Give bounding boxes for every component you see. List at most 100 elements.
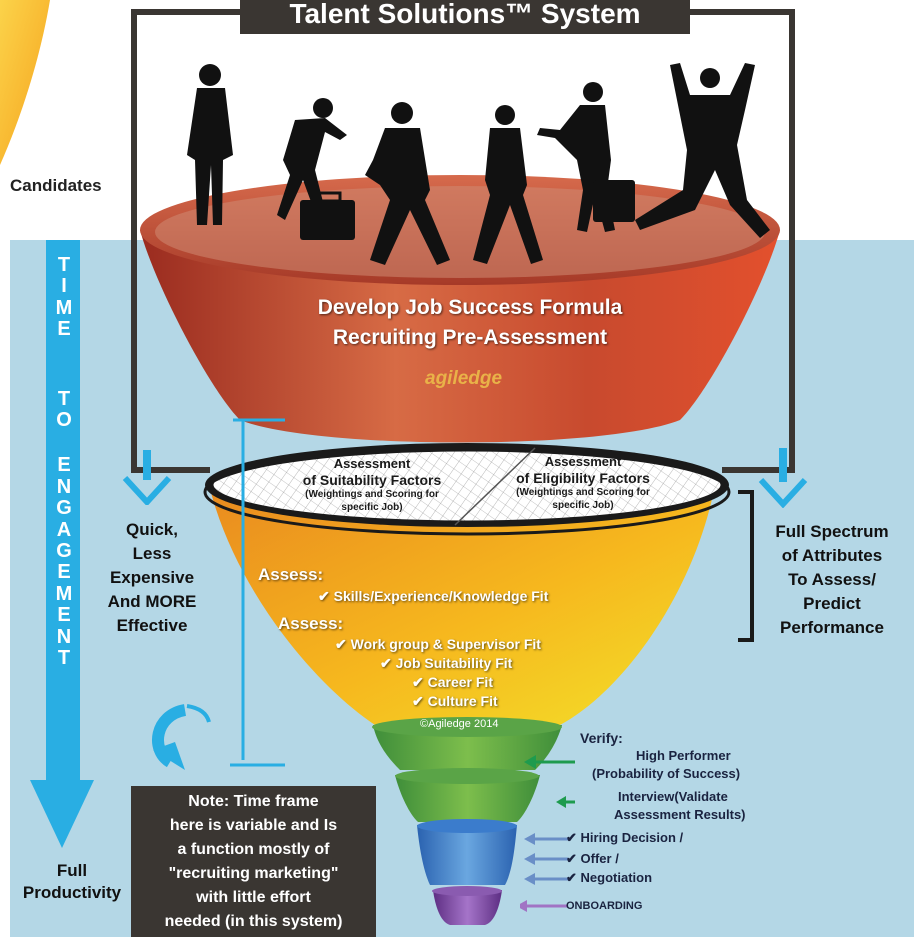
checkmark-icon: ✔ bbox=[412, 693, 424, 709]
left-down-arrow bbox=[122, 450, 172, 505]
hiring-item: ✔ Negotiation bbox=[566, 870, 652, 886]
checkmark-icon: ✔ bbox=[566, 851, 577, 866]
hiring-item: ✔ Hiring Decision / bbox=[566, 830, 683, 846]
right-note: Full Spectrum of Attributes To Assess/ P… bbox=[752, 520, 912, 640]
note-line: a function mostly of bbox=[177, 841, 330, 858]
funnel-top-line1: Develop Job Success Formula bbox=[317, 296, 623, 319]
assess1-heading: Assess: bbox=[258, 565, 324, 584]
time-to-engagement-label: T I M E T O E N G A G E M E N T bbox=[52, 254, 76, 670]
assess2-heading: Assess: bbox=[278, 614, 344, 633]
rim-left-sub2: specific Job) bbox=[341, 502, 403, 513]
assess2-item-label: Work group & Supervisor Fit bbox=[350, 636, 541, 652]
stage-arrows bbox=[520, 755, 575, 912]
rim-left-title1: Assessment bbox=[333, 456, 411, 471]
right-note-line: To Assess/ bbox=[788, 570, 876, 589]
right-note-line: of Attributes bbox=[781, 546, 883, 565]
tte-letter: E bbox=[57, 454, 71, 477]
rim-right-title1: Assessment bbox=[544, 454, 622, 469]
arrow-left-icon bbox=[524, 833, 568, 885]
note-line: here is variable and Is bbox=[169, 817, 338, 834]
verify-line2: (Probability of Success) bbox=[592, 766, 741, 781]
rim-right-sub2: specific Job) bbox=[552, 500, 614, 511]
agiledge-logo: agiledge bbox=[425, 368, 503, 389]
tte-letter: I bbox=[61, 275, 67, 298]
lower-funnel bbox=[203, 443, 731, 925]
arrow-left-icon bbox=[524, 755, 575, 769]
note-line: needed (in this system) bbox=[164, 913, 343, 930]
assess2-item: ✔ Job Suitability Fit bbox=[380, 655, 512, 672]
note-line: Note: Time frame bbox=[188, 793, 319, 810]
left-note-line: Expensive bbox=[109, 568, 195, 587]
person-silhouette-icon bbox=[635, 63, 770, 238]
tte-letter: N bbox=[56, 475, 72, 498]
assess2-item-label: Job Suitability Fit bbox=[395, 655, 513, 671]
onboarding-label: ONBOARDING bbox=[566, 900, 643, 912]
verify-heading: Verify: bbox=[580, 730, 623, 746]
assess1-item-label: Skills/Experience/Knowledge Fit bbox=[333, 588, 549, 604]
candidates-label: Candidates bbox=[10, 176, 102, 195]
page-title: Talent Solutions™ System bbox=[240, 0, 690, 34]
tte-letter: E bbox=[57, 318, 71, 341]
checkmark-icon: ✔ bbox=[566, 830, 577, 845]
person-silhouette-icon bbox=[473, 105, 543, 264]
eligibility-assessment: Assessment of Eligibility Factors (Weigh… bbox=[478, 454, 688, 512]
person-silhouette-icon bbox=[537, 82, 615, 232]
assess1-item: ✔ Skills/Experience/Knowledge Fit bbox=[318, 588, 548, 605]
tte-letter: T bbox=[57, 387, 71, 410]
tte-letter: G bbox=[56, 497, 72, 520]
tte-letter: M bbox=[55, 296, 73, 319]
checkmark-icon: ✔ bbox=[335, 636, 347, 652]
arrow-left-icon bbox=[556, 796, 575, 808]
candidate-silhouettes bbox=[187, 63, 770, 265]
copyright: ©Agiledge 2014 bbox=[420, 718, 499, 730]
arrow-left-icon bbox=[520, 900, 568, 912]
left-note-line: Less bbox=[132, 544, 172, 563]
checkmark-icon: ✔ bbox=[380, 655, 392, 671]
note-line: with little effort bbox=[196, 889, 311, 906]
time-arrow bbox=[30, 240, 94, 848]
curved-arrow-icon bbox=[152, 704, 211, 770]
offer-label: Offer / bbox=[580, 851, 619, 866]
right-note-line: Full Spectrum bbox=[775, 522, 889, 541]
funnel-top-line2: Recruiting Pre-Assessment bbox=[332, 326, 608, 349]
rim-right-title2: of Eligibility Factors bbox=[516, 470, 650, 486]
assess2-item-label: Career Fit bbox=[427, 674, 493, 690]
assess2-item: ✔ Work group & Supervisor Fit bbox=[335, 636, 541, 653]
hiring-item: ✔ Offer / bbox=[566, 851, 619, 867]
person-silhouette-icon bbox=[365, 102, 450, 265]
tte-letter: E bbox=[57, 561, 71, 584]
interview-line1: Interview(Validate bbox=[618, 789, 728, 804]
left-note-line: Quick, bbox=[126, 520, 178, 539]
briefcase-icon bbox=[300, 191, 355, 240]
tte-letter: G bbox=[56, 540, 72, 563]
checkmark-icon: ✔ bbox=[318, 588, 330, 604]
suitability-assessment: Assessment of Suitability Factors (Weigh… bbox=[262, 456, 482, 514]
rim-right-sub1: (Weightings and Scoring for bbox=[516, 487, 650, 498]
note-line: "recruiting marketing" bbox=[168, 865, 339, 882]
right-note-line: Performance bbox=[780, 618, 884, 637]
tte-letter: N bbox=[56, 625, 72, 648]
checkmark-icon: ✔ bbox=[412, 674, 424, 690]
assess2-item: ✔ Culture Fit bbox=[412, 693, 498, 710]
full-productivity-label: Full Productivity bbox=[12, 860, 132, 904]
right-down-arrow bbox=[758, 448, 808, 508]
assess2-item-label: Culture Fit bbox=[427, 693, 498, 709]
right-note-line: Predict bbox=[803, 594, 861, 613]
note-box: Note: Time frame here is variable and Is… bbox=[131, 786, 376, 937]
corner-decoration bbox=[0, 0, 50, 165]
briefcase-icon bbox=[593, 180, 635, 222]
tte-letter: A bbox=[56, 518, 72, 541]
checkmark-icon: ✔ bbox=[566, 870, 577, 885]
tte-letter: E bbox=[57, 604, 71, 627]
tte-letter: O bbox=[56, 409, 72, 432]
rim-left-sub1: (Weightings and Scoring for bbox=[305, 489, 439, 500]
full-label: Full bbox=[56, 861, 88, 880]
negotiation-label: Negotiation bbox=[580, 870, 653, 885]
verify-line1: High Performer bbox=[636, 748, 731, 763]
rim-left-title2: of Suitability Factors bbox=[302, 472, 442, 488]
left-note-line: Effective bbox=[116, 616, 188, 635]
tte-letter: M bbox=[55, 582, 73, 605]
assess2-item: ✔ Career Fit bbox=[412, 674, 493, 691]
hiring-decision-label: Hiring Decision / bbox=[580, 830, 684, 845]
